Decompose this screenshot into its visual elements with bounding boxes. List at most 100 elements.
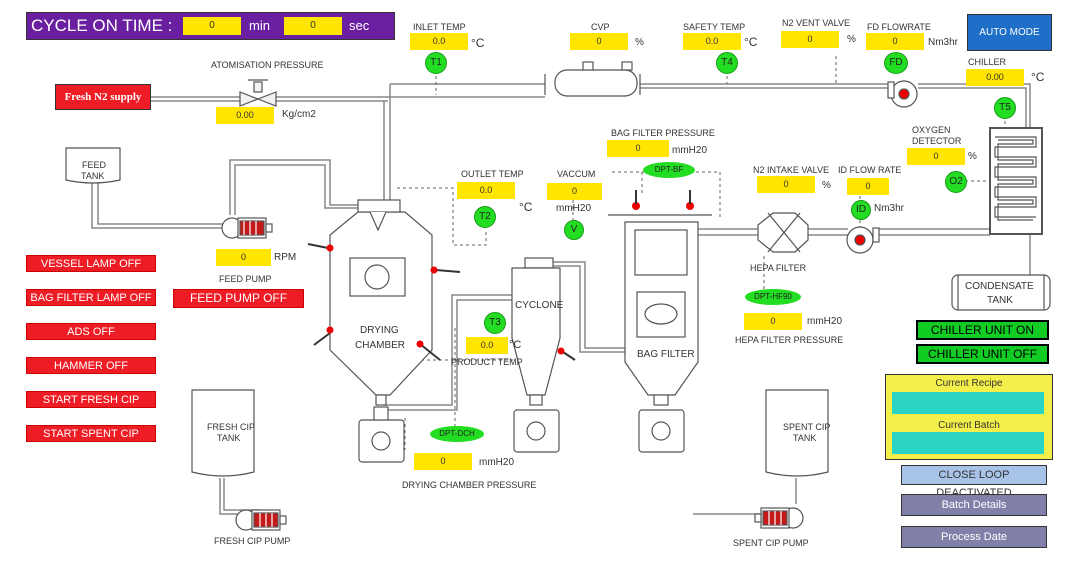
chiller-unit-on-button[interactable]: CHILLER UNIT ON xyxy=(916,320,1049,340)
condensate-tank-shape xyxy=(951,274,1051,311)
n2-vent-valve-label: N2 VENT VALVE xyxy=(782,18,851,28)
inlet-temp-label: INLET TEMP xyxy=(413,22,466,32)
vessel-lamp-off-button[interactable]: VESSEL LAMP OFF xyxy=(26,255,156,272)
cyclone-label: CYCLONE xyxy=(515,300,564,311)
t4-sensor-tag: T4 xyxy=(716,52,738,74)
atomisation-pressure-value: 0.00 xyxy=(216,107,274,124)
safety-temp-label: SAFETY TEMP xyxy=(683,22,746,32)
drying-chamber-pressure-label: DRYING CHAMBER PRESSURE xyxy=(402,480,537,490)
current-batch-field[interactable] xyxy=(892,432,1044,454)
o2-sensor-tag: O2 xyxy=(945,171,967,193)
bag-filter-label: BAG FILTER xyxy=(637,349,695,360)
process-date-button[interactable]: Process Date xyxy=(901,526,1047,548)
fd-sensor-tag: FD xyxy=(884,52,908,74)
bag-filter-shape xyxy=(608,214,712,453)
oxygen-unit: % xyxy=(968,151,977,162)
cycle-min-unit: min xyxy=(249,18,270,33)
condensate-tank-label-line2: TANK xyxy=(987,295,1013,306)
close-loop-status-button[interactable]: CLOSE LOOP DEACTIVATED xyxy=(901,465,1047,499)
feed-tank-to-pump-pipe xyxy=(91,180,225,229)
fd-fan xyxy=(887,80,918,108)
batch-details-button[interactable]: Batch Details xyxy=(901,494,1047,516)
id-to-chiller-pipe xyxy=(878,228,990,236)
id-fan xyxy=(846,226,880,254)
bag-filter-lamp-off-button[interactable]: BAG FILTER LAMP OFF xyxy=(26,289,156,306)
cyclone-to-bagfilter-pipe-inner xyxy=(552,265,625,353)
fd-to-chiller-pipe-inner xyxy=(918,87,1027,128)
drying-chamber-shape xyxy=(329,199,433,463)
atomisation-pressure-label: ATOMISATION PRESSURE xyxy=(211,60,324,70)
auto-mode-button[interactable]: AUTO MODE xyxy=(967,14,1052,51)
hepa-filter-shape xyxy=(757,212,809,253)
fd-flowrate-value: 0 xyxy=(866,33,924,50)
feed-pump-shape xyxy=(221,217,273,239)
cycle-on-time-title: CYCLE ON TIME : xyxy=(31,16,173,35)
recipe-panel: Current Recipe Current Batch xyxy=(885,374,1053,460)
outlet-temp-label: OUTLET TEMP xyxy=(461,169,524,179)
feed-tank-label-line1: FEED xyxy=(82,160,107,170)
chiller-coil xyxy=(989,127,1043,235)
cvp-label: CVP xyxy=(591,22,610,32)
start-spent-cip-button[interactable]: START SPENT CIP xyxy=(26,425,156,442)
spent-cip-tank-label-line1: SPENT CIP xyxy=(783,422,831,432)
outlet-temp-unit: °C xyxy=(519,200,533,214)
hepa-filter-pressure-label: HEPA FILTER PRESSURE xyxy=(735,335,844,345)
fresh-cip-tank-shape xyxy=(191,389,255,477)
n2-intake-valve-unit: % xyxy=(822,180,831,191)
dpt-bf-sensor-tag: DPT-BF xyxy=(643,162,695,178)
current-recipe-field[interactable] xyxy=(892,392,1044,414)
drying-chamber-pressure-unit: mmH20 xyxy=(479,457,515,468)
spent-cip-tank-label-line2: TANK xyxy=(793,433,817,443)
spent-cip-pump-shape xyxy=(754,507,804,529)
feed-tank-to-pump-pipe-inner xyxy=(97,180,225,225)
feed-pump-off-button[interactable]: FEED PUMP OFF xyxy=(173,289,304,308)
dpt-dch-sensor-tag: DPT-DCH xyxy=(430,426,484,442)
fd-to-chiller-pipe xyxy=(918,83,1031,128)
oxygen-detector-label-line1: OXYGEN xyxy=(912,125,951,135)
chiller-unit-off-button[interactable]: CHILLER UNIT OFF xyxy=(916,344,1049,364)
drying-chamber-label-line2: CHAMBER xyxy=(355,340,406,351)
fresh-cip-tank-label-line2: TANK xyxy=(217,433,241,443)
t5-sensor-tag: T5 xyxy=(994,97,1016,119)
cvp-unit: % xyxy=(635,37,644,48)
chamber-probe-1 xyxy=(307,243,329,249)
fresh-cip-pipe xyxy=(219,478,260,515)
chamber-probe-2 xyxy=(435,269,461,273)
cyclone-to-bagfilter-pipe xyxy=(552,261,625,349)
chamber-probe-3 xyxy=(313,332,331,346)
cycle-on-time-bar: CYCLE ON TIME : 0 min 0 sec xyxy=(26,12,395,40)
inlet-temp-unit: °C xyxy=(471,36,485,50)
id-flow-rate-value: 0 xyxy=(847,178,889,195)
outlet-temp-value: 0.0 xyxy=(457,182,515,199)
ads-off-button[interactable]: ADS OFF xyxy=(26,323,156,340)
bag-filter-pressure-value: 0 xyxy=(607,140,669,157)
product-temp-value: 0.0 xyxy=(466,337,508,354)
inlet-temp-value: 0.0 xyxy=(410,33,468,50)
fd-flowrate-unit: Nm3hr xyxy=(928,37,959,48)
dpt-hf90-sensor-tag: DPT-HF90 xyxy=(745,289,801,305)
feed-pump-rpm-value: 0 xyxy=(216,249,271,266)
cyclone-shape xyxy=(511,257,561,453)
hammer-off-button[interactable]: HAMMER OFF xyxy=(26,357,156,374)
chiller-value: 0.00 xyxy=(966,69,1024,86)
v-sensor-tag: V xyxy=(564,220,584,240)
vaccum-label: VACCUM xyxy=(557,169,596,179)
drying-chamber-pressure-value: 0 xyxy=(414,453,472,470)
vaccum-value: 0 xyxy=(547,183,602,200)
fresh-n2-supply-label: Fresh N2 supply xyxy=(55,84,151,110)
n2-intake-valve-value: 0 xyxy=(757,176,815,193)
safety-temp-unit: °C xyxy=(744,35,758,49)
cvp-vessel xyxy=(544,61,641,97)
start-fresh-cip-button[interactable]: START FRESH CIP xyxy=(26,391,156,408)
chamber-probe-4 xyxy=(419,343,441,361)
chiller-unit: °C xyxy=(1031,70,1045,84)
atomisation-pressure-unit: Kg/cm2 xyxy=(282,109,316,120)
feed-pump-label: FEED PUMP xyxy=(219,274,272,284)
fresh-cip-pump-label: FRESH CIP PUMP xyxy=(214,536,291,546)
oxygen-value: 0 xyxy=(907,148,965,165)
feed-pump-to-nozzle-pipe-inner xyxy=(234,164,360,215)
feed-tank-label-line2: TANK xyxy=(81,171,105,181)
current-recipe-label: Current Recipe xyxy=(935,378,1003,389)
feed-tank-shape xyxy=(65,147,121,184)
